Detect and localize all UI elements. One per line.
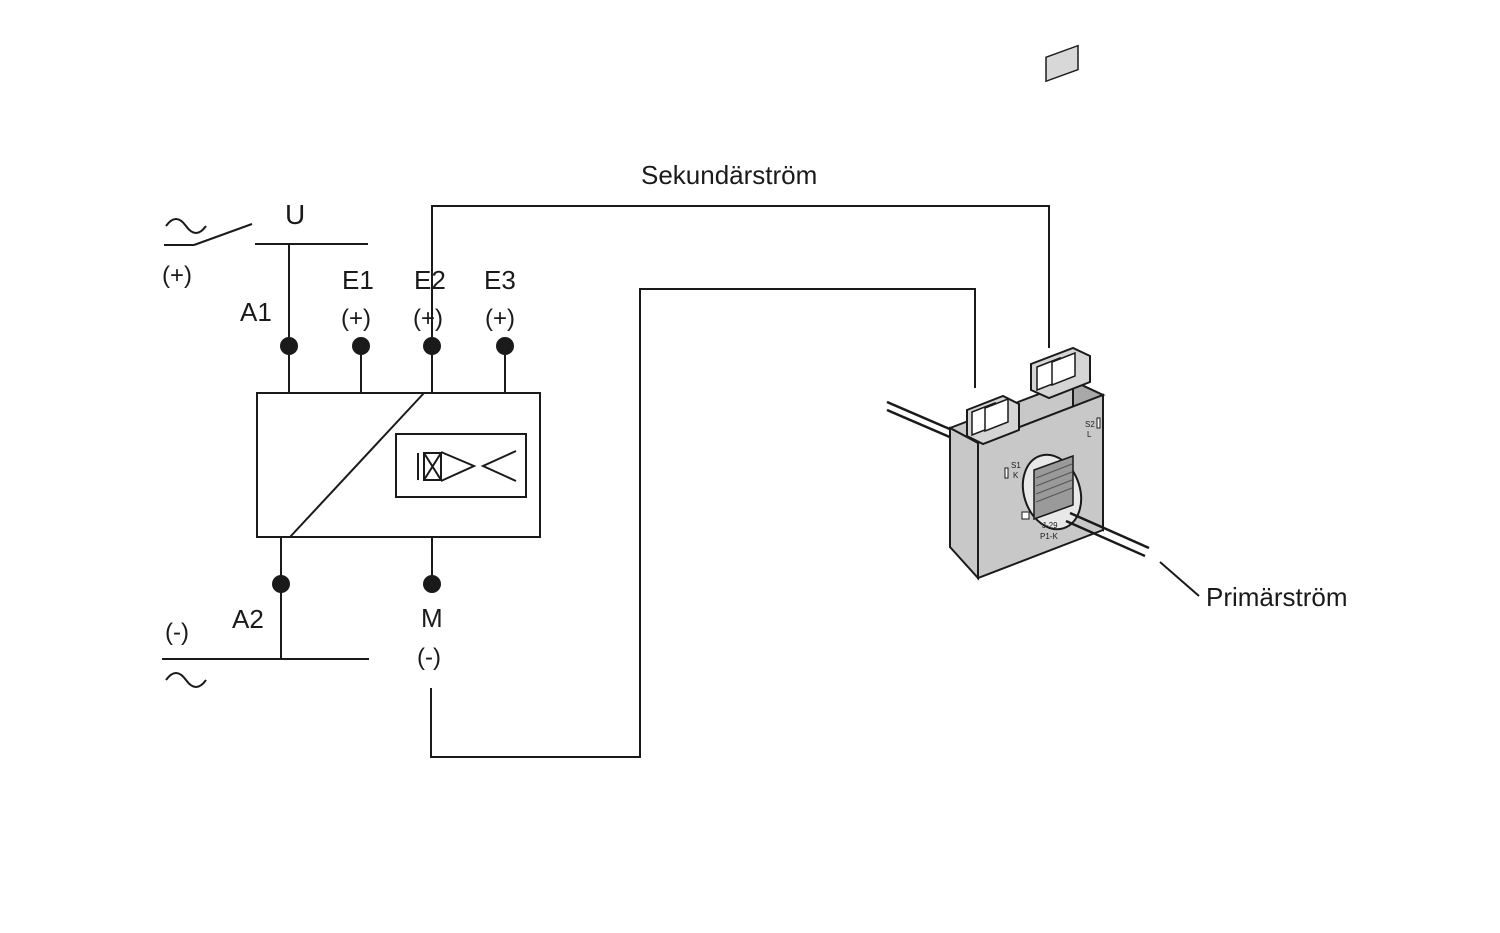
supply-minus-label: (-) (165, 619, 189, 646)
primary-conductor-back-b (886, 408, 953, 440)
primary-current-leader (1159, 561, 1200, 597)
ct-aperture-hatch-4 (1035, 487, 1073, 503)
ct-slot-2 (1096, 417, 1101, 429)
relay-module-diagonal (289, 392, 425, 538)
e2-polarity: (+) (413, 305, 443, 332)
current-symbol-cross-b (423, 452, 442, 481)
relay-module (256, 392, 541, 538)
e2-terminal (423, 337, 441, 355)
current-monitor-symbol-box (395, 433, 527, 498)
less-than-icon (480, 450, 517, 482)
current-symbol-box (423, 452, 442, 481)
a2-label: A2 (232, 604, 264, 634)
ct-marking-k: K (1013, 471, 1019, 480)
e1-label: E1 (342, 265, 374, 295)
a2-terminal (272, 575, 290, 593)
ct-slot-3 (1021, 511, 1030, 520)
m-polarity: (-) (417, 644, 441, 671)
secondary-current-label: Sekundärström (641, 160, 817, 190)
ct-terminal-s2 (1030, 346, 1091, 400)
ct-marking-s1: S1 (1011, 461, 1021, 470)
ct-front-face (949, 426, 979, 581)
greater-than-icon (440, 451, 477, 482)
e2-label: E2 (414, 265, 446, 295)
switch-blade (193, 223, 253, 246)
ct-aperture-hatch-1 (1035, 463, 1073, 479)
supply-plus-label: (+) (162, 262, 192, 289)
ct-clamp (1045, 44, 1079, 83)
e1-polarity: (+) (341, 305, 371, 332)
primary-conductor-front-b (1065, 519, 1146, 558)
e3-label: E3 (484, 265, 516, 295)
ct-terminal-s1 (966, 394, 1020, 446)
ct-aperture-hatch-3 (1035, 479, 1073, 495)
ct-marking-model: J-29 (1042, 521, 1058, 530)
primary-current-label: Primärström (1206, 582, 1348, 612)
ct-marking-p1k: P1-K (1040, 532, 1058, 541)
primary-conductor-front-a (1069, 511, 1150, 550)
a1-label: A1 (240, 297, 272, 327)
ct-marking-l: L (1087, 430, 1092, 439)
ct-aperture-hatch-2 (1035, 471, 1073, 487)
ac-symbol-bottom-icon (165, 672, 207, 688)
ac-symbol-top-icon (165, 218, 207, 234)
secondary-wire-m (430, 288, 976, 758)
ct-marking-s2: S2 (1085, 420, 1095, 429)
secondary-wire-e2 (431, 205, 1050, 348)
current-transformer: S1 K S2 L J-29 P1-K (886, 44, 1150, 581)
ct-slot-1 (1004, 467, 1009, 479)
m-label: M (421, 603, 443, 633)
a1-terminal (280, 337, 298, 355)
supply-voltage-label: U (285, 199, 305, 230)
e3-terminal (496, 337, 514, 355)
m-terminal (423, 575, 441, 593)
primary-conductor-back-a (886, 400, 953, 432)
e3-polarity: (+) (485, 305, 515, 332)
e1-terminal (352, 337, 370, 355)
